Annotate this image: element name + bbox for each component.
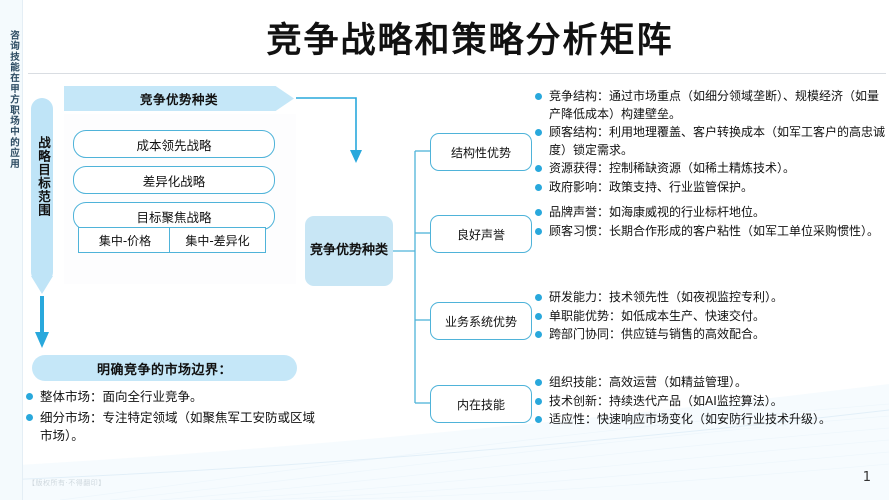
- list-item: 政府影响：政策支持、行业监管保护。: [535, 179, 887, 197]
- copyright-watermark: 【版权所有·不得翻印】: [28, 479, 106, 487]
- market-boundary-list: 整体市场：面向全行业竞争。 细分市场：专注特定领域（如聚焦军工安防或区域市场）。: [26, 388, 326, 448]
- list-item: 顾客习惯：长期合作形成的客户粘性（如军工单位采购惯性）。: [535, 223, 887, 241]
- central-node[interactable]: 竞争优势种类: [305, 216, 393, 286]
- list-item: 组织技能：高效运营（如精益管理）。: [535, 374, 887, 392]
- advantage-type-banner: 竞争优势种类: [64, 86, 294, 111]
- market-boundary-item-text: 细分市场：专注特定领域（如聚焦军工安防或区域市场）。: [40, 410, 316, 443]
- bullet-dot-icon: [535, 331, 542, 338]
- bullet-dot-icon: [535, 294, 542, 301]
- bullet-dot-icon: [535, 312, 542, 320]
- bullet-dot-icon: [535, 209, 542, 216]
- list-item: 顾客结构：利用地理覆盖、客户转换成本（如军工客户的高忠诚度）锁定需求。: [535, 124, 887, 159]
- detail-group-structural-advantage: 竞争结构：通过市场重点（如细分领域垄断）、规模经济（如量产降低成本）构建壁垒。 …: [535, 88, 887, 197]
- detail-text: 跨部门协同：供应链与销售的高效配合。: [549, 327, 766, 341]
- advantage-type-banner-label: 竞争优势种类: [139, 92, 218, 107]
- list-item: 竞争结构：通过市场重点（如细分领域垄断）、规模经济（如量产降低成本）构建壁垒。: [535, 88, 887, 123]
- detail-text: 竞争结构：通过市场重点（如细分领域垄断）、规模经济（如量产降低成本）构建壁垒。: [549, 89, 880, 121]
- bullet-dot-icon: [535, 183, 542, 191]
- detail-text: 技术创新：持续迭代产品（如AI监控算法）。: [549, 393, 783, 408]
- strategy-scope-bracket: [31, 98, 53, 283]
- list-item: 跨部门协同：供应链与销售的高效配合。: [535, 326, 887, 344]
- category-box-structural-advantage[interactable]: 结构性优势: [430, 133, 532, 171]
- bullet-dot-icon: [535, 379, 542, 386]
- title-divider: [28, 73, 886, 74]
- detail-text: 顾客结构：利用地理覆盖、客户转换成本（如军工客户的高忠诚度）锁定需求。: [549, 125, 886, 157]
- bullet-dot-icon: [535, 397, 542, 405]
- detail-text: 资源获得：控制稀缺资源（如稀土精炼技术）。: [549, 161, 796, 175]
- detail-text: 政府影响：政策支持、行业监管保护。: [549, 179, 754, 194]
- strategy-scope-bracket-tip: [31, 276, 53, 294]
- bullet-dot-icon: [535, 416, 542, 423]
- list-item: 品牌声誉：如海康威视的行业标杆地位。: [535, 204, 887, 222]
- detail-text: 组织技能：高效运营（如精益管理）。: [549, 375, 748, 389]
- category-box-good-reputation[interactable]: 良好声誉: [430, 215, 532, 253]
- list-item: 适应性：快速响应市场变化（如安防行业技术升级）。: [535, 411, 887, 429]
- detail-text: 单职能优势：如低成本生产、快速交付。: [549, 308, 766, 323]
- list-item: 单职能优势：如低成本生产、快速交付。: [535, 308, 887, 326]
- list-item: 细分市场：专注特定领域（如聚焦军工安防或区域市场）。: [26, 409, 326, 445]
- strategy-scope-label: 战略目标范围: [36, 136, 51, 217]
- strategy-panel: 成本领先战略 差异化战略 目标聚焦战略 集中-价格 集中-差异化: [64, 114, 296, 284]
- list-item: 研发能力：技术领先性（如夜视监控专利）。: [535, 289, 887, 307]
- market-boundary-heading: 明确竞争的市场边界：: [32, 355, 297, 381]
- focus-subtype-differentiation[interactable]: 集中-差异化: [169, 227, 266, 253]
- page-number: 1: [862, 470, 871, 485]
- down-arrow-icon: [35, 296, 49, 348]
- side-vertical-label: 咨询技能在甲方职场中的应用: [8, 30, 19, 170]
- category-box-intrinsic-skills[interactable]: 内在技能: [430, 385, 532, 423]
- bullet-dot-icon: [26, 393, 33, 400]
- bullet-dot-icon: [535, 129, 542, 136]
- bullet-dot-icon: [535, 165, 542, 172]
- strategy-pill-focus[interactable]: 目标聚焦战略: [73, 202, 275, 230]
- list-item: 技术创新：持续迭代产品（如AI监控算法）。: [535, 393, 887, 411]
- bullet-dot-icon: [26, 414, 33, 421]
- detail-group-business-system-advantage: 研发能力：技术领先性（如夜视监控专利）。 单职能优势：如低成本生产、快速交付。 …: [535, 289, 887, 345]
- detail-text: 顾客习惯：长期合作形成的客户粘性（如军工单位采购惯性）。: [549, 223, 880, 238]
- market-boundary-item-text: 整体市场：面向全行业竞争。: [40, 389, 203, 404]
- list-item: 资源获得：控制稀缺资源（如稀土精炼技术）。: [535, 160, 887, 178]
- detail-group-good-reputation: 品牌声誉：如海康威视的行业标杆地位。 顾客习惯：长期合作形成的客户粘性（如军工单…: [535, 204, 887, 241]
- category-box-business-system-advantage[interactable]: 业务系统优势: [430, 302, 532, 340]
- strategy-pill-differentiation[interactable]: 差异化战略: [73, 166, 275, 194]
- detail-text: 品牌声誉：如海康威视的行业标杆地位。: [549, 205, 766, 219]
- bullet-dot-icon: [535, 227, 542, 235]
- detail-text: 适应性：快速响应市场变化（如安防行业技术升级）。: [549, 412, 832, 426]
- detail-text: 研发能力：技术领先性（如夜视监控专利）。: [549, 290, 784, 304]
- list-item: 整体市场：面向全行业竞争。: [26, 388, 326, 406]
- market-boundary-heading-label: 明确竞争的市场边界：: [96, 362, 232, 378]
- page-title: 竞争战略和策略分析矩阵: [266, 21, 674, 61]
- bullet-dot-icon: [535, 93, 542, 100]
- focus-subtype-price[interactable]: 集中-价格: [78, 227, 172, 253]
- detail-group-intrinsic-skills: 组织技能：高效运营（如精益管理）。 技术创新：持续迭代产品（如AI监控算法）。 …: [535, 374, 887, 430]
- left-strip: [0, 0, 23, 500]
- strategy-pill-cost-leadership[interactable]: 成本领先战略: [73, 130, 275, 158]
